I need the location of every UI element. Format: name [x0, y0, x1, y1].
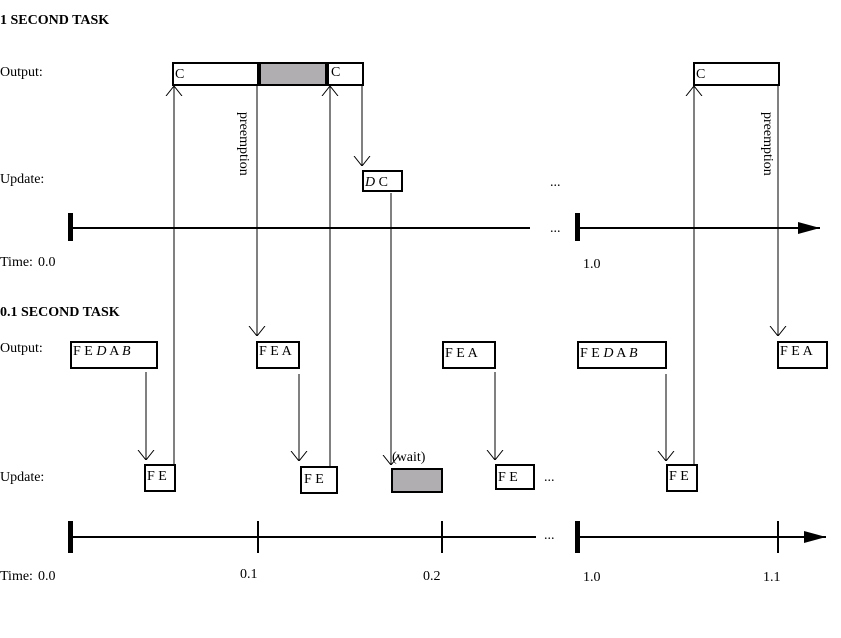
- time-tick-label: 1.0: [583, 257, 601, 272]
- output-box: C: [693, 62, 780, 86]
- update-box-label: D C: [364, 175, 388, 190]
- update-box: F E: [300, 466, 338, 494]
- output-box: C: [327, 62, 364, 86]
- dependency-arrows: [146, 86, 778, 467]
- time-tick-label: 1.1: [763, 570, 781, 585]
- preemption-annotation: preemption: [236, 112, 251, 176]
- time-tick-label: 0.1: [240, 567, 258, 582]
- svg-text:F E: F E: [498, 470, 518, 485]
- update-row-label: Update:: [0, 470, 44, 485]
- output-box: F E A: [777, 341, 828, 369]
- section-title: 0.1 SECOND TASK: [0, 305, 120, 320]
- wait-annotation: (wait): [392, 450, 426, 465]
- svg-text:F E A: F E A: [445, 346, 479, 361]
- output-box: F E A: [256, 341, 300, 369]
- preempted-output-block: [259, 62, 327, 86]
- svg-text:C: C: [696, 67, 705, 82]
- time-tick-label: 0.0: [38, 255, 56, 270]
- output-row-label: Output:: [0, 65, 43, 80]
- svg-text:F E: F E: [669, 469, 689, 484]
- tenth-second-task-section: 0.1 SECOND TASK Output: Update: Time: F …: [0, 305, 828, 585]
- output-box: F E D A B: [577, 341, 667, 369]
- output-box: F E A: [442, 341, 496, 369]
- ellipsis: ...: [550, 221, 561, 236]
- time-tick-label: 1.0: [583, 570, 601, 585]
- output-row-label: Output:: [0, 341, 43, 356]
- update-box: F E: [144, 464, 176, 492]
- svg-text:C: C: [175, 67, 184, 82]
- output-box: F E D A B: [70, 341, 158, 369]
- svg-text:F E D A B: F E D A B: [73, 344, 131, 359]
- time-tick-label: 0.2: [423, 569, 441, 584]
- update-box: F E: [666, 464, 698, 492]
- time-tick-label: 0.0: [38, 569, 56, 584]
- ellipsis: ...: [550, 175, 561, 190]
- section-title: 1 SECOND TASK: [0, 13, 109, 28]
- waiting-update-block: [391, 468, 443, 493]
- one-second-task-section: 1 SECOND TASK Output: Update: Time: C C …: [0, 13, 820, 272]
- ellipsis: ...: [544, 528, 555, 543]
- time-row-label: Time:: [0, 569, 33, 584]
- time-axis: [68, 521, 826, 553]
- svg-text:F E D A B: F E D A B: [580, 346, 638, 361]
- ellipsis: ...: [544, 470, 555, 485]
- update-box: D C: [362, 170, 403, 192]
- svg-text:F E A: F E A: [259, 344, 293, 359]
- preemption-annotation: preemption: [760, 112, 775, 176]
- svg-text:F E A: F E A: [780, 344, 814, 359]
- update-row-label: Update:: [0, 172, 44, 187]
- svg-text:C: C: [331, 65, 340, 80]
- output-box: C: [172, 62, 259, 86]
- svg-text:F E: F E: [147, 469, 167, 484]
- time-axis: [68, 213, 820, 241]
- svg-text:F E: F E: [304, 472, 324, 487]
- update-box: F E: [495, 464, 535, 490]
- time-row-label: Time:: [0, 255, 33, 270]
